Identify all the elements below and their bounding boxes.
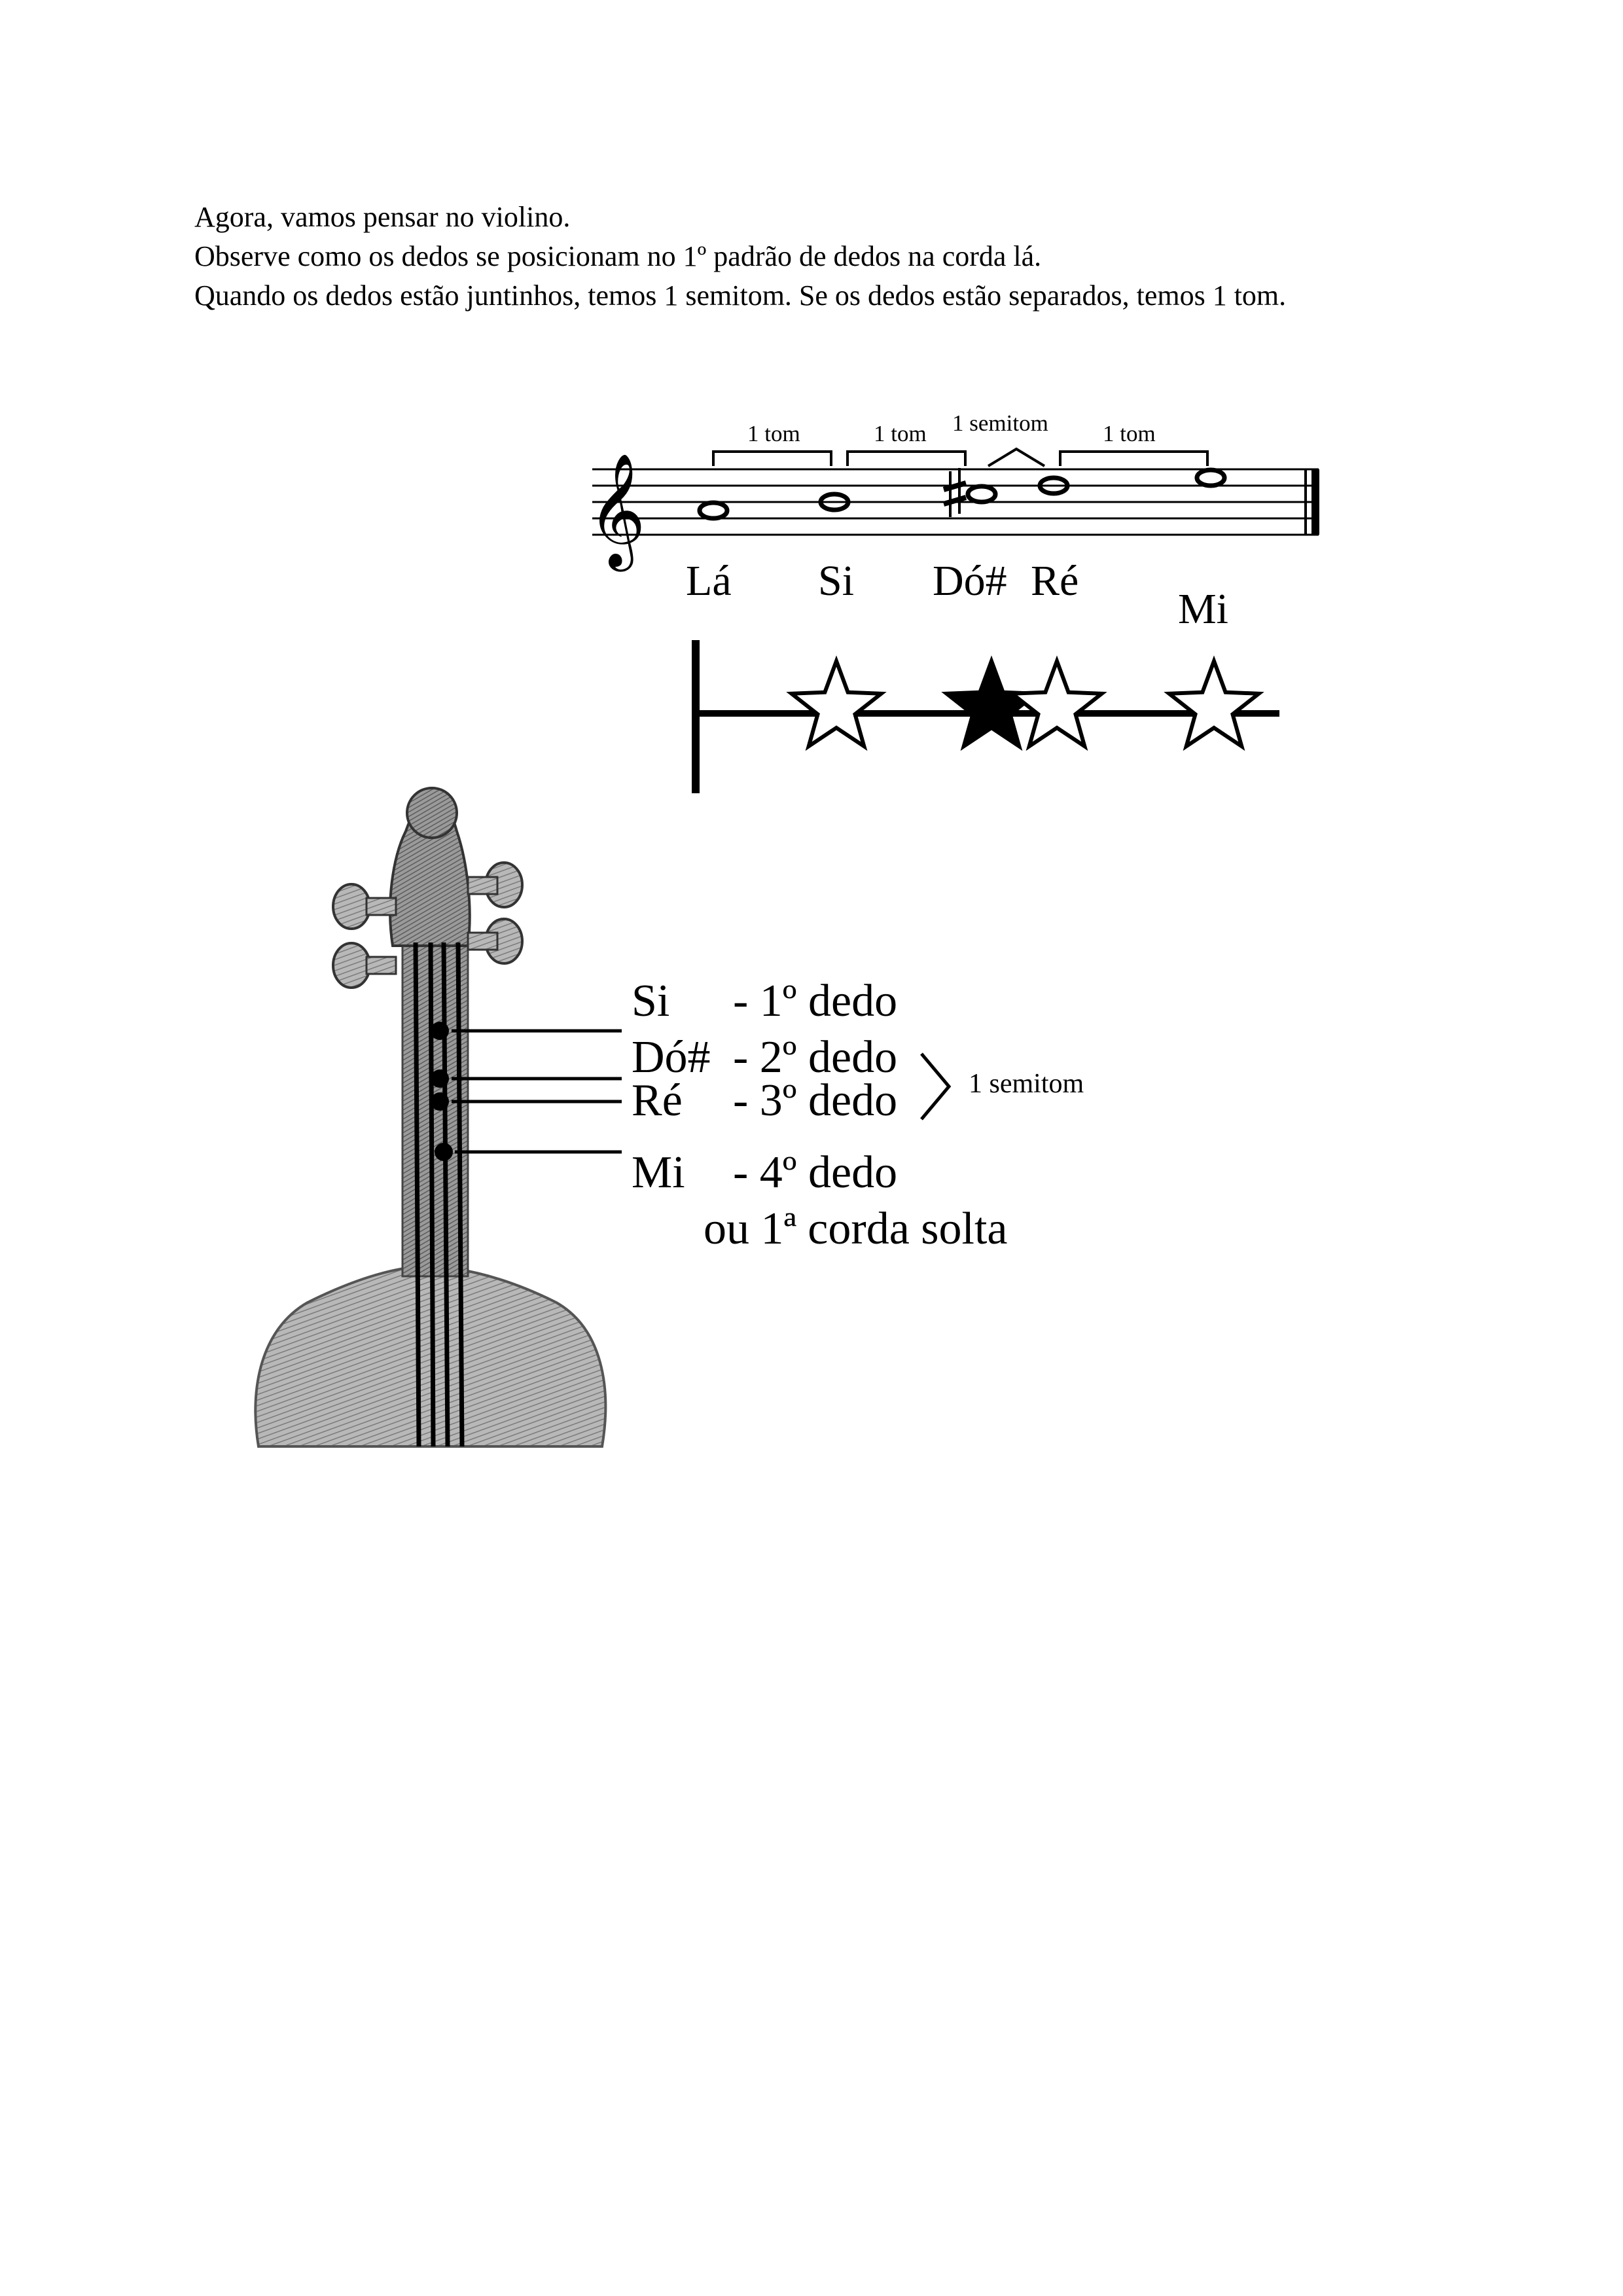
peg-left-bottom xyxy=(332,942,371,989)
finger-dot-3 xyxy=(431,1092,449,1111)
interval-label-4: 1 tom xyxy=(1103,421,1156,446)
finger-dot-4 xyxy=(435,1143,453,1161)
finger-dot-2 xyxy=(431,1069,449,1088)
finger-number-3: - 3º dedo xyxy=(733,1075,898,1126)
intro-line-2: Observe como os dedos se posicionam no 1… xyxy=(194,240,1042,272)
interval-label-3: 1 semitom xyxy=(952,410,1048,436)
semitone-label: 1 semitom xyxy=(969,1069,1084,1099)
interval-label-1: 1 tom xyxy=(747,421,800,446)
open-string-label: ou 1ª corda solta xyxy=(704,1204,1008,1254)
star-marker-1 xyxy=(786,655,887,751)
finger-number-2: - 2º dedo xyxy=(733,1032,898,1083)
intro-line-3: Quando os dedos estão juntinhos, temos 1… xyxy=(194,279,1287,312)
interval-label-2: 1 tom xyxy=(874,421,927,446)
treble-clef-icon: 𝄞 xyxy=(588,453,646,572)
sharp-sign xyxy=(942,468,967,517)
star-marker-3 xyxy=(1007,655,1107,751)
note-re xyxy=(1037,475,1070,496)
intro-text: Agora, vamos pensar no violino. Observe … xyxy=(194,198,1503,315)
note-name-mi: Mi xyxy=(1178,585,1229,633)
note-name-si: Si xyxy=(818,557,855,605)
note-mi xyxy=(1194,467,1227,488)
peg-left-top xyxy=(332,883,371,930)
finger-note-3: Ré xyxy=(632,1075,683,1126)
note-si xyxy=(818,492,851,512)
finger-dot-1 xyxy=(431,1022,449,1040)
finger-number-1: - 1º dedo xyxy=(733,976,898,1026)
note-la xyxy=(697,500,730,521)
finger-note-2: Dó# xyxy=(632,1032,711,1083)
star-marker-4 xyxy=(1164,655,1264,751)
note-name-la: Lá xyxy=(686,557,732,605)
finger-note-1: Si xyxy=(632,976,670,1026)
semitone-bracket xyxy=(920,1052,952,1121)
violin-scroll xyxy=(406,787,458,839)
note-do-sharp xyxy=(965,484,998,505)
note-heads xyxy=(697,467,1227,521)
interval-brackets xyxy=(712,447,1209,467)
finger-number-4: - 4º dedo xyxy=(733,1147,898,1198)
note-name-do-sharp: Dó# xyxy=(933,557,1007,605)
finger-leader-lines xyxy=(452,1029,622,1154)
finger-note-4: Mi xyxy=(632,1147,685,1198)
finger-dots xyxy=(431,1022,453,1161)
intro-line-1: Agora, vamos pensar no violino. xyxy=(194,201,571,233)
note-name-re: Ré xyxy=(1031,557,1079,605)
